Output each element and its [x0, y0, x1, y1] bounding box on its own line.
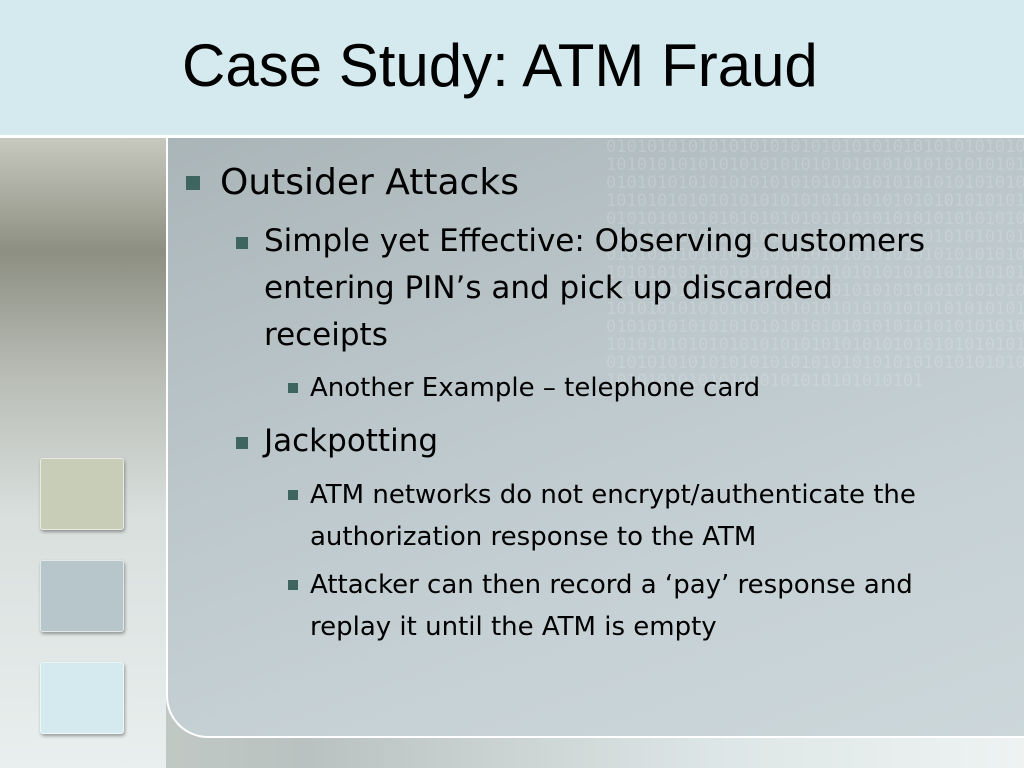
bullet-item: Outsider Attacks: [220, 162, 519, 203]
bullet-marker: [288, 490, 298, 500]
decorative-swatch-1: [40, 458, 124, 530]
content-panel: 0101010101010101010101010101010101010101…: [166, 138, 1024, 738]
slide-title: Case Study: ATM Fraud: [182, 32, 818, 99]
bullet-item: Simple yet Effective: Observing customer…: [264, 223, 925, 353]
bullet-item: Jackpotting: [264, 423, 439, 459]
bullet-marker: [186, 176, 200, 190]
decorative-swatch-2: [40, 560, 124, 632]
bullet-item: ATM networks do not encrypt/authenticate…: [310, 480, 916, 552]
binary-background-pattern: 0101010101010101010101010101010101010101…: [606, 138, 1024, 391]
title-bar: Case Study: ATM Fraud: [0, 0, 1024, 138]
bullet-marker: [288, 580, 298, 590]
bullet-marker: [236, 237, 248, 249]
bullet-marker: [236, 437, 248, 449]
bullet-item: Attacker can then record a ‘pay’ respons…: [310, 570, 913, 642]
decorative-swatch-3: [40, 662, 124, 734]
bullet-item: Another Example – telephone card: [310, 373, 761, 403]
bullet-marker: [288, 383, 298, 393]
